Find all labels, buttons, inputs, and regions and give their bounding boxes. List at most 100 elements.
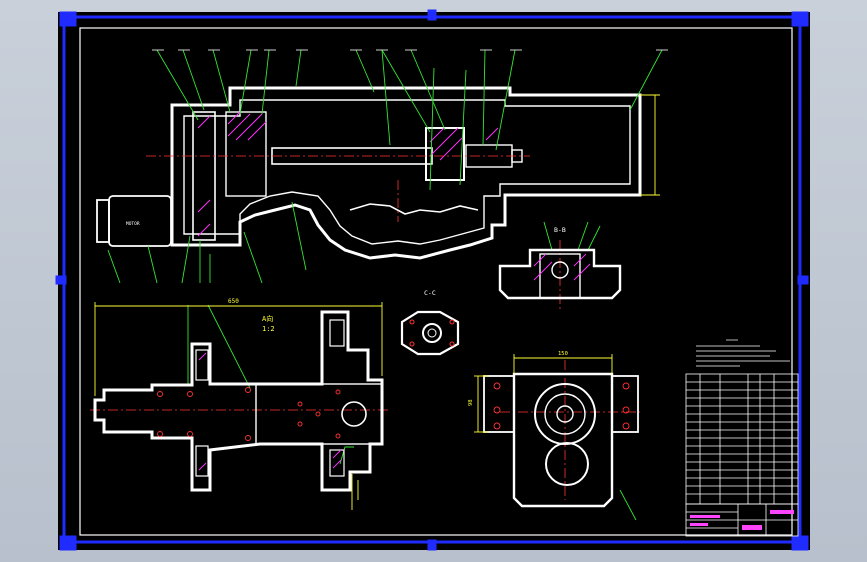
leader-14 — [495, 49, 516, 151]
hatch-line — [439, 137, 463, 161]
hole — [315, 411, 321, 417]
view-a-slot-bottom — [329, 449, 345, 477]
hatch-line — [533, 261, 553, 281]
view-a-dimensions — [94, 302, 383, 510]
right-view-ear-left — [483, 375, 515, 433]
hole — [245, 435, 251, 441]
hole — [493, 382, 501, 390]
frame-midmark-left — [55, 275, 67, 285]
leader-22 — [291, 201, 307, 271]
title-text-bar — [690, 523, 708, 526]
view-a-hatching — [198, 352, 342, 471]
inner-border — [79, 27, 793, 536]
hole — [622, 422, 630, 430]
frame-midmark-top — [427, 9, 437, 21]
view-cc-label: C-C — [424, 289, 436, 297]
right-view-hub — [556, 405, 574, 423]
right-view-gear-small — [545, 442, 589, 486]
leader-28 — [577, 221, 589, 251]
main-hatching — [197, 111, 499, 237]
hole — [297, 421, 303, 427]
view-cc — [400, 310, 460, 356]
leader-15 — [629, 49, 663, 111]
leader-4 — [239, 49, 252, 115]
main-section-view — [96, 86, 642, 260]
bb-hatching — [533, 253, 591, 281]
hatch-line — [197, 223, 211, 237]
hatch-line — [573, 263, 591, 281]
piston-block — [425, 127, 465, 181]
view-a — [93, 310, 384, 492]
view-bb-label: B-B — [554, 226, 566, 234]
hatch-line — [533, 253, 547, 267]
leader-2 — [182, 49, 205, 111]
hole — [335, 389, 341, 395]
hatch-line — [573, 253, 587, 267]
view-a-slot-top — [329, 319, 345, 347]
drawing-sheet — [58, 12, 810, 550]
right-end-view — [483, 372, 639, 508]
hole — [297, 401, 303, 407]
view-a-top-dimension: 650 — [228, 298, 239, 305]
leader-11 — [429, 67, 435, 191]
frame-corner-br[interactable] — [791, 535, 809, 551]
bearing-housing — [225, 111, 267, 197]
leader-25 — [339, 446, 354, 465]
leader-1 — [156, 49, 199, 121]
right-view-gear-inner — [544, 393, 586, 435]
frame-midmark-right — [797, 275, 809, 285]
leader-24 — [207, 304, 251, 389]
hole — [157, 391, 163, 397]
hatch-line — [197, 115, 211, 129]
left-flange — [192, 111, 216, 241]
view-a-label: A向 — [262, 314, 273, 323]
hole — [335, 433, 341, 439]
hatch-line — [197, 199, 211, 213]
leader-6 — [295, 49, 302, 87]
leader-13 — [482, 49, 486, 146]
housing-cavity — [183, 99, 631, 245]
cc-hole — [409, 319, 415, 325]
bb-core — [539, 253, 581, 299]
leader-3 — [212, 49, 231, 113]
leader-18 — [181, 235, 191, 284]
bb-bore — [551, 261, 569, 279]
hatch-line — [332, 449, 342, 459]
bb-outline — [498, 248, 622, 300]
hole — [245, 387, 251, 393]
housing-outline — [170, 86, 642, 260]
frame-midmark-bottom — [427, 539, 437, 551]
view-a-bore — [341, 401, 367, 427]
leader-17 — [147, 245, 158, 284]
hatch-line — [429, 127, 459, 157]
hatch-line — [247, 121, 267, 141]
frame-corner-bl[interactable] — [59, 535, 77, 551]
cc-flange-outline — [400, 310, 460, 356]
hatch-line — [198, 352, 207, 361]
right-view-left-dimension: 98 — [468, 399, 474, 406]
view-a-carriage — [255, 383, 383, 445]
cc-hole — [449, 341, 455, 347]
hatch-line — [332, 459, 342, 469]
hatch-line — [485, 127, 499, 141]
leader-12 — [459, 69, 467, 186]
hatch-line — [227, 113, 251, 137]
frame-corner-tl[interactable] — [59, 11, 77, 27]
frame-corner-tr[interactable] — [791, 11, 809, 27]
main-dimension-right — [640, 94, 660, 196]
parts-list-table — [685, 373, 799, 505]
technical-notes — [696, 339, 790, 367]
view-a-slot-left-top — [195, 349, 209, 381]
motor-label: MOTOR — [126, 221, 140, 227]
motor-endcap — [96, 199, 110, 243]
right-view-top-dimension: 150 — [558, 351, 568, 357]
right-view-holes — [493, 382, 630, 430]
view-bb — [498, 248, 622, 300]
hole — [187, 391, 193, 397]
view-a-outline — [93, 310, 384, 492]
leader-16 — [107, 249, 121, 284]
hatch-line — [235, 113, 263, 141]
motor-body — [108, 195, 172, 247]
